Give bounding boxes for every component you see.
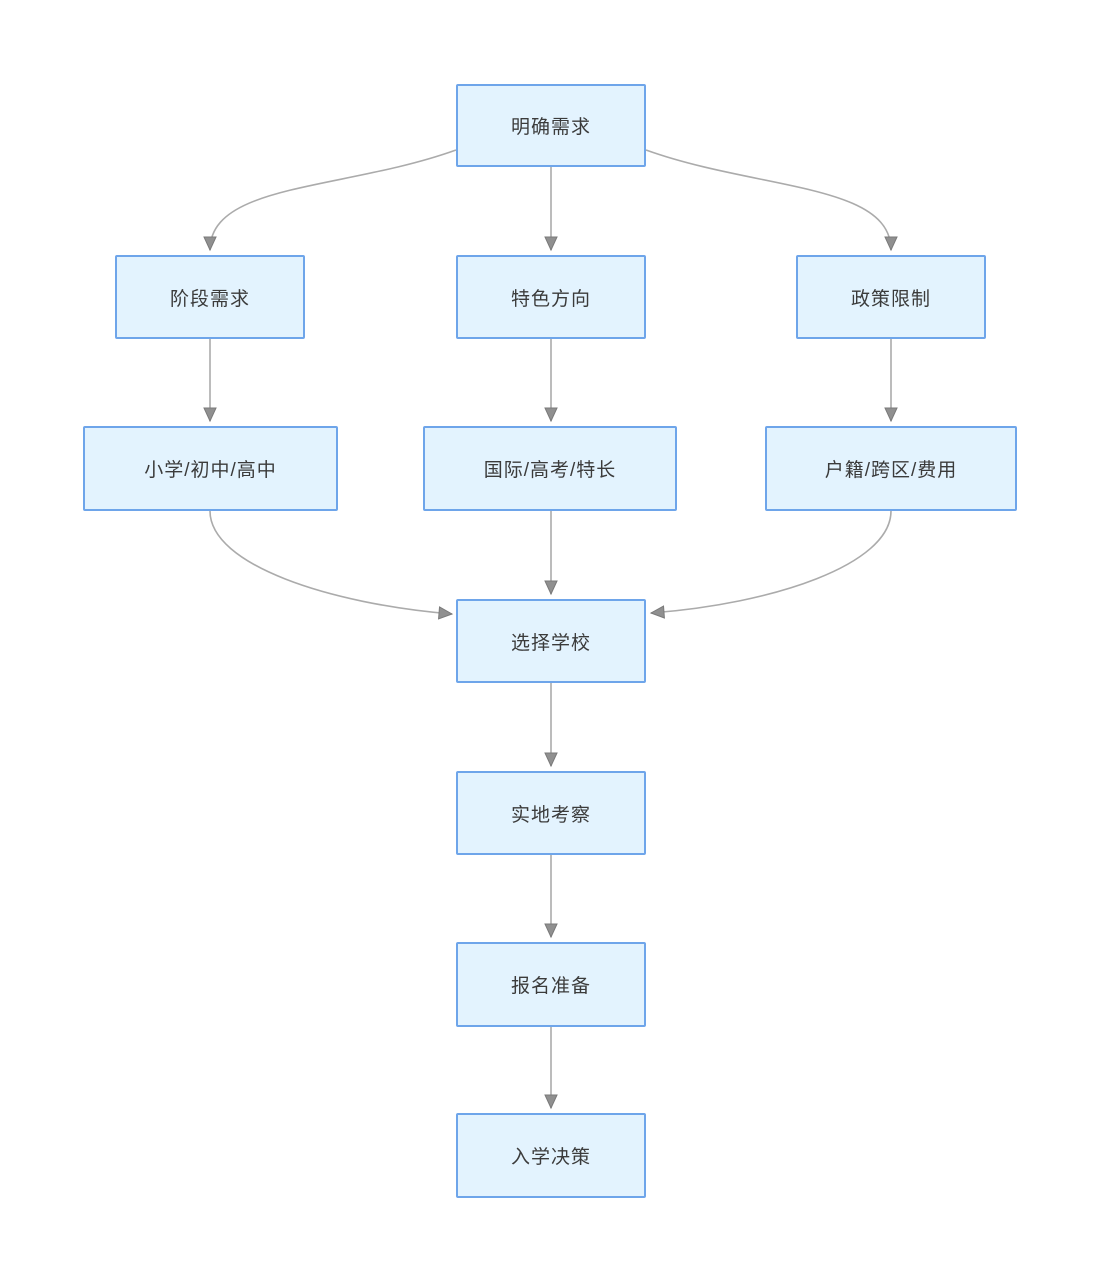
node-enrollment-decision-label: 入学决策 (510, 1147, 591, 1168)
node-track-options: 国际/高考/特长 (423, 426, 677, 511)
edge-stages-to-choose (209, 510, 454, 620)
node-clarify-needs-label: 明确需求 (510, 117, 591, 138)
node-policy-factors: 户籍/跨区/费用 (765, 426, 1017, 511)
node-school-stages-label: 小学/初中/高中 (144, 460, 277, 481)
edge-clarify-to-policy (645, 149, 898, 252)
node-application-prep: 报名准备 (456, 942, 646, 1027)
node-application-prep-label: 报名准备 (510, 976, 591, 997)
edge-clarify-to-stage (203, 149, 457, 252)
node-choose-school: 选择学校 (456, 599, 646, 683)
node-feature-direction-label: 特色方向 (510, 288, 591, 310)
node-feature-direction: 特色方向 (456, 255, 646, 339)
node-policy-limits-label: 政策限制 (850, 288, 931, 310)
node-stage-needs-label: 阶段需求 (169, 288, 250, 310)
node-policy-limits: 政策限制 (796, 255, 986, 339)
node-track-options-label: 国际/高考/特长 (483, 460, 617, 481)
node-enrollment-decision: 入学决策 (456, 1113, 646, 1198)
node-site-visit-label: 实地考察 (510, 804, 591, 826)
edge-factors-to-choose (649, 510, 892, 619)
node-choose-school-label: 选择学校 (510, 632, 591, 654)
node-site-visit: 实地考察 (456, 771, 646, 855)
node-school-stages: 小学/初中/高中 (83, 426, 338, 511)
node-stage-needs: 阶段需求 (115, 255, 305, 339)
node-policy-factors-label: 户籍/跨区/费用 (824, 460, 958, 481)
node-clarify-needs: 明确需求 (456, 84, 646, 167)
